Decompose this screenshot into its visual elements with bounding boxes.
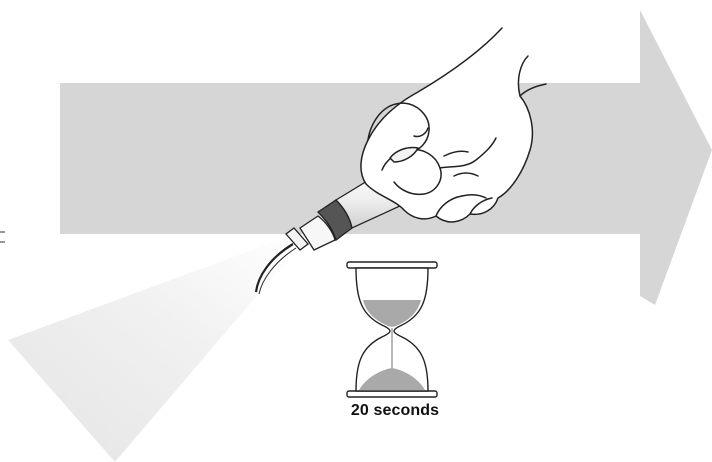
hourglass-sand-top <box>363 300 421 327</box>
duration-label: 20 seconds <box>300 402 490 420</box>
water-spray-cone <box>8 236 294 462</box>
edge-tick-marks <box>0 232 5 242</box>
hourglass-icon <box>347 262 437 397</box>
